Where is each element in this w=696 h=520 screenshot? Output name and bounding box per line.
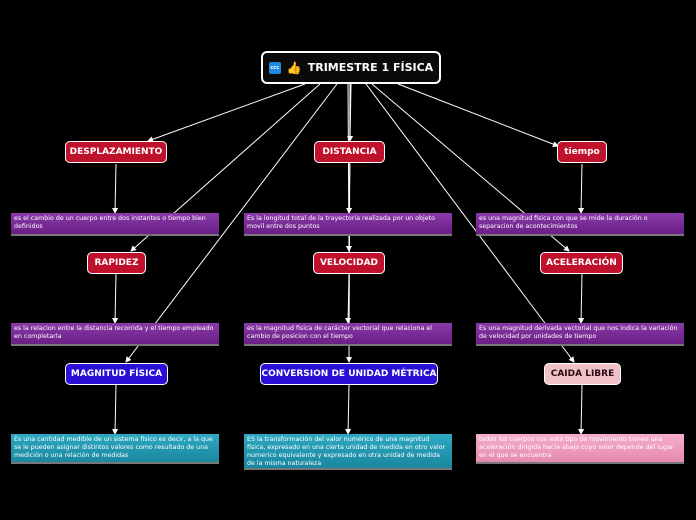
link-root-desplazamiento [147, 83, 306, 143]
link-velocidad-note [345, 273, 352, 324]
link-tiempo-note [578, 163, 585, 214]
link-root-caida [365, 83, 575, 363]
link-desplazamiento-note [112, 163, 119, 214]
topic-aceleracion-label: ACELERACIÓN [546, 258, 617, 268]
central-topic-title: TRIMESTRE 1 FÍSICA [307, 61, 434, 74]
topic-velocidad-label: VELOCIDAD [319, 258, 379, 268]
topic-desplazamiento[interactable]: DESPLAZAMIENTO [65, 141, 167, 163]
note-magnitud-fisica[interactable]: Es una cantidad medible de un sistema fí… [11, 434, 219, 464]
link-root-tiempo [397, 83, 559, 147]
topic-caida-libre[interactable]: CAIDA LIBRE [544, 363, 621, 385]
topic-distancia[interactable]: DISTANCIA [314, 141, 385, 163]
link-conversion-note [345, 384, 352, 435]
note-conversion-unidad[interactable]: ES la transformación del valor numérico … [244, 434, 452, 470]
topic-tiempo[interactable]: tiempo [557, 141, 607, 163]
topic-caida-libre-label: CAIDA LIBRE [550, 369, 615, 379]
topic-magnitud-fisica[interactable]: MAGNITUD FÍSICA [65, 363, 168, 385]
topic-magnitud-fisica-label: MAGNITUD FÍSICA [70, 369, 163, 379]
note-desplazamiento[interactable]: es el cambio de un cuerpo entre dos inst… [11, 213, 219, 236]
topic-rapidez[interactable]: RAPIDEZ [87, 252, 146, 274]
topic-conversion-unidad[interactable]: CONVERSION DE UNIDAD MÉTRICA [260, 363, 438, 385]
note-aceleracion[interactable]: Es una magnitud derivada vectorial que n… [476, 323, 684, 346]
note-distancia[interactable]: Es la longitud total de la trayectoria r… [244, 213, 452, 236]
link-root-magnitud [125, 83, 338, 363]
topic-velocidad[interactable]: VELOCIDAD [313, 252, 385, 274]
note-rapidez[interactable]: es la relacion entre la distancia recorr… [11, 323, 219, 346]
topic-rapidez-label: RAPIDEZ [94, 258, 139, 268]
link-rapidez-note [112, 273, 119, 324]
note-caida-libre[interactable]: todos los cuerpos con este tipo de movim… [476, 434, 684, 464]
thumbs-up-icon: 👍 [286, 60, 302, 75]
note-tiempo[interactable]: es una magnitud fisica con que se mide l… [476, 213, 684, 236]
link-caida-note [578, 384, 585, 435]
topic-tiempo-label: tiempo [564, 147, 600, 157]
topic-distancia-label: DISTANCIA [322, 147, 377, 157]
central-topic[interactable]: ccc 👍 TRIMESTRE 1 FÍSICA [261, 51, 441, 84]
topic-conversion-unidad-label: CONVERSION DE UNIDAD MÉTRICA [261, 369, 437, 379]
topic-aceleracion[interactable]: ACELERACIÓN [540, 252, 623, 274]
mail-icon: ccc [268, 61, 281, 74]
link-aceleracion-note [578, 273, 585, 324]
topic-desplazamiento-label: DESPLAZAMIENTO [69, 147, 163, 157]
link-magnitud-note [112, 384, 119, 435]
note-velocidad[interactable]: es la magnitud fisica de carácter vector… [244, 323, 452, 346]
link-distancia-note [346, 163, 353, 214]
